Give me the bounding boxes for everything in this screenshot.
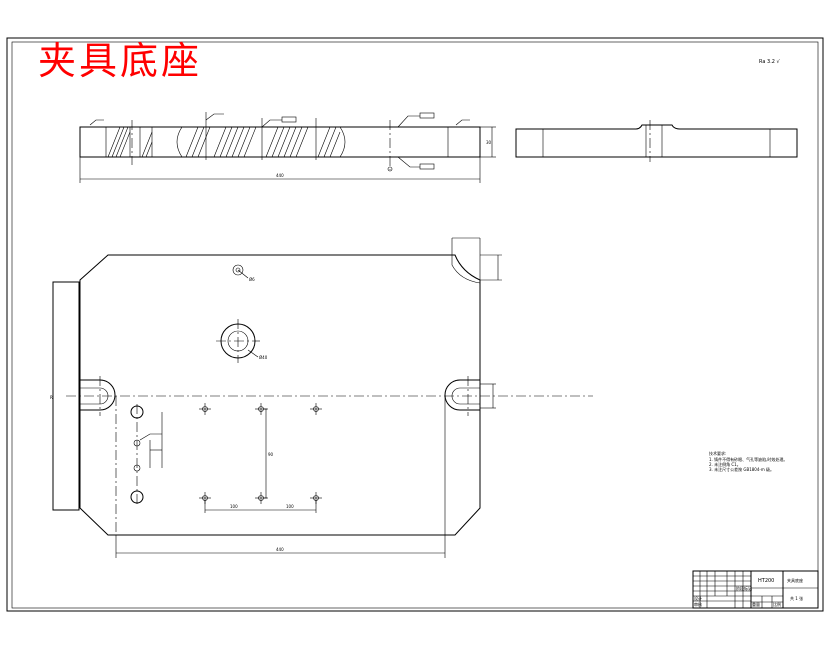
threaded-holes — [199, 403, 322, 504]
svg-text:100: 100 — [286, 504, 294, 509]
right-slot — [444, 379, 480, 411]
tb-scale: 比例 — [773, 601, 781, 607]
small-hole — [232, 264, 244, 276]
notes-title: 技术要求: — [709, 450, 726, 456]
front-section-view: 30 440 — [79, 112, 496, 183]
large-bore-note: Ø40 — [259, 355, 268, 360]
dim-front-overall: 440 — [276, 173, 284, 178]
plan-view: R Ø6 Ø40 — [50, 237, 593, 558]
dim-plan-bottom: 440 — [276, 547, 284, 552]
svg-text:90: 90 — [268, 452, 274, 457]
note-3: 3. 未注尺寸公差按 GB1804-m 级。 — [709, 466, 774, 472]
tb-stage: 阶段标记 — [736, 585, 752, 591]
outer-border — [6, 37, 824, 612]
dim-hole-pitch: 100 — [230, 504, 238, 509]
material: HT200 — [758, 578, 774, 584]
svg-text:R: R — [50, 395, 53, 400]
drawing-title: 夹具底座 — [38, 39, 203, 83]
tb-review: 审核 — [694, 601, 702, 607]
note-2: 2. 未注倒角 C1。 — [709, 461, 741, 467]
side-view — [515, 120, 798, 162]
svg-text:30: 30 — [486, 140, 492, 145]
note-1: 1. 铸件不得有砂眼、气孔等缺陷,时效处理。 — [709, 456, 787, 462]
plan-outline — [79, 254, 481, 536]
technical-notes: 技术要求: 1. 铸件不得有砂眼、气孔等缺陷,时效处理。 2. 未注倒角 C1。… — [709, 450, 787, 472]
roughness-mark: Ra 3.2 √ — [759, 59, 781, 65]
title-block: HT200 夹具底座 共 1 张 设计 审核 阶段标记 重量 比例 — [692, 570, 819, 609]
tb-design: 设计 — [694, 595, 702, 601]
inner-border — [11, 41, 819, 609]
section-hatching — [105, 126, 346, 158]
drawing-name: 夹具底座 — [787, 577, 803, 583]
sheet-label: 共 1 张 — [790, 595, 803, 601]
small-hole-note: Ø6 — [249, 277, 255, 282]
left-slot — [80, 379, 116, 411]
tb-weight: 重量 — [752, 601, 760, 607]
